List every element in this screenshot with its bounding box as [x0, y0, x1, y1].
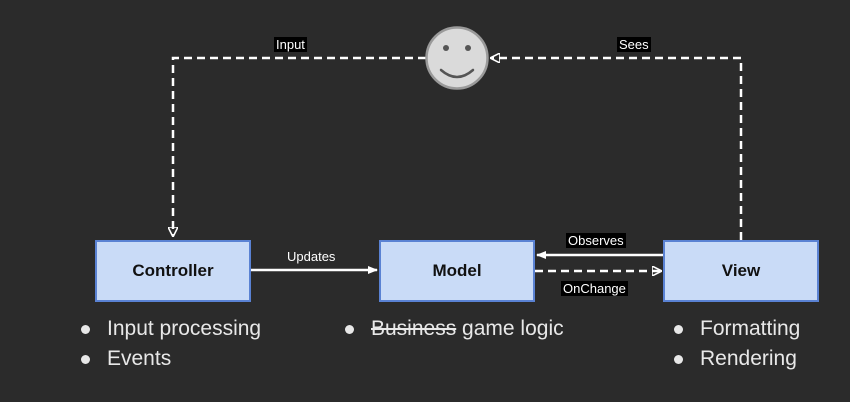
- onchange-edge-label: OnChange: [561, 281, 628, 296]
- sees-edge-label: Sees: [617, 37, 651, 52]
- view-responsibilities-list: Formatting Rendering: [672, 314, 800, 374]
- input-edge: [173, 56, 426, 236]
- list-item: Rendering: [672, 344, 800, 374]
- list-item: Events: [79, 344, 261, 374]
- input-edge-label: Input: [274, 37, 307, 52]
- sees-edge: [491, 58, 743, 240]
- view-node: View: [663, 240, 819, 302]
- list-item: Business game logic: [343, 314, 564, 344]
- list-item: Formatting: [672, 314, 800, 344]
- controller-node-label: Controller: [132, 261, 214, 280]
- updates-edge-label: Updates: [285, 249, 338, 264]
- smiley-face-icon: [425, 26, 489, 90]
- model-node: Model: [379, 240, 535, 302]
- view-node-label: View: [721, 261, 761, 280]
- model-responsibilities-list: Business game logic: [343, 314, 564, 344]
- list-item: Input processing: [79, 314, 261, 344]
- controller-responsibilities-list: Input processing Events: [79, 314, 261, 374]
- observes-edge-label: Observes: [566, 233, 626, 248]
- struck-text: Business: [371, 317, 457, 340]
- controller-node: Controller: [95, 240, 251, 302]
- list-item-text: game logic: [456, 317, 564, 340]
- model-node-label: Model: [432, 261, 482, 280]
